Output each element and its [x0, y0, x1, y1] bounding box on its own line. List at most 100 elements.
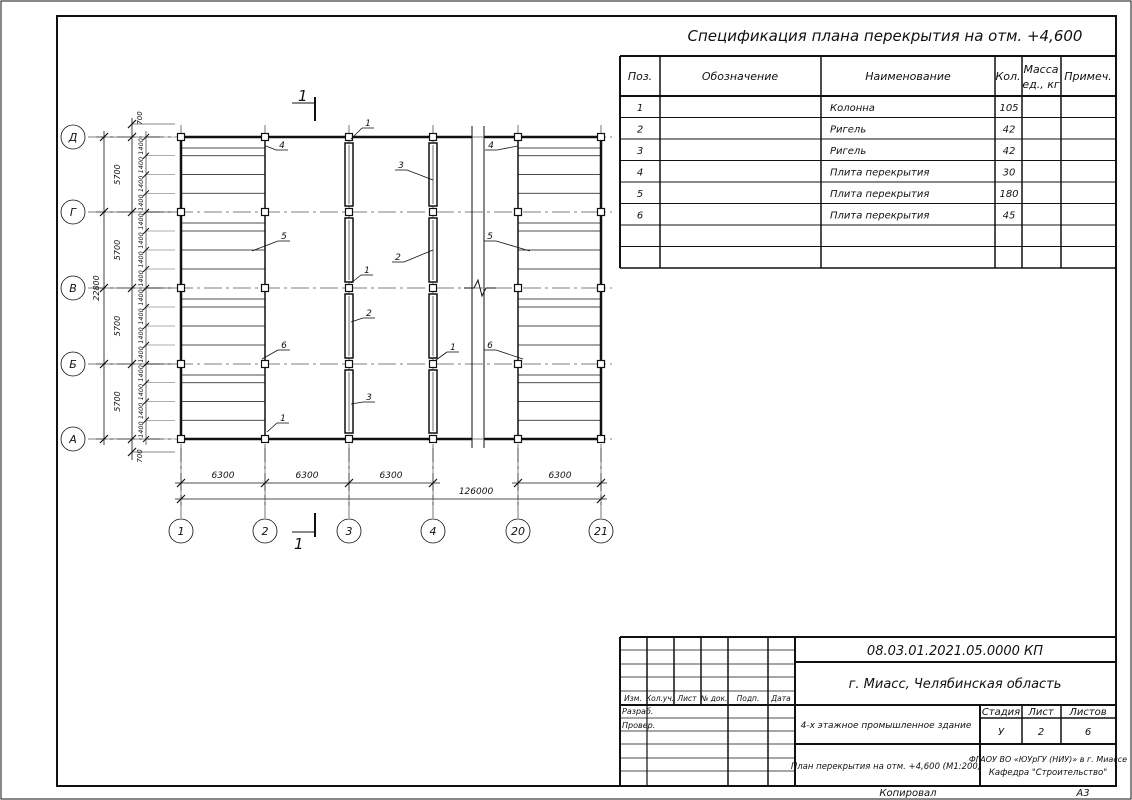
position-callout: 1 [350, 119, 374, 140]
spec-row-qty: 105 [999, 103, 1018, 114]
total-width-dimension: 126000 [459, 487, 494, 497]
svg-text:6: 6 [487, 341, 493, 351]
svg-text:2: 2 [262, 525, 269, 538]
svg-text:2: 2 [395, 253, 401, 263]
spec-header-designation: Обозначение [702, 70, 779, 83]
svg-text:1: 1 [294, 535, 304, 553]
tb-copied: Копировал [879, 788, 937, 799]
tb-column-header: Изм. [624, 694, 642, 703]
row-axis-bubble: В [60, 275, 86, 301]
svg-text:1: 1 [365, 119, 371, 129]
tb-format: А3 [1075, 788, 1089, 799]
total-height-dimension: 22800 [92, 275, 101, 300]
svg-text:1: 1 [364, 266, 370, 276]
svg-text:Д: Д [68, 131, 78, 144]
tb-code: 08.03.01.2021.05.0000 КП [867, 644, 1043, 659]
bay-dimension: 6300 [296, 471, 319, 481]
slab-dimension: 1400 [137, 270, 145, 287]
slab-dimension: 1400 [137, 308, 145, 325]
position-callout: 5 [251, 232, 290, 252]
tb-sheet: 2 [1038, 727, 1044, 738]
row-axis-bubble: Д [60, 124, 86, 150]
slab-dimension: 1400 [137, 213, 145, 230]
spec-row-name: Ригель [830, 125, 866, 136]
svg-text:4: 4 [279, 141, 285, 151]
svg-text:В: В [69, 282, 77, 295]
spec-row-qty: 42 [1003, 146, 1016, 157]
specification-table: Спецификация плана перекрытия на отм. +4… [619, 27, 1116, 269]
tb-sheets: 6 [1085, 727, 1091, 738]
position-callout: 2 [392, 249, 434, 263]
position-callout: 2 [350, 309, 375, 323]
svg-text:1: 1 [298, 87, 308, 105]
tb-sheet-label: Лист [1027, 707, 1055, 718]
tb-checked: Провер. [622, 721, 655, 730]
slab-dimension: 1400 [137, 365, 145, 382]
svg-text:20: 20 [511, 525, 525, 538]
position-callout: 4 [265, 141, 288, 151]
position-callout: 1 [350, 266, 373, 284]
spec-row: 5 Плита перекрытия 180 [637, 189, 1019, 200]
tb-sheets-label: Листов [1068, 707, 1106, 718]
svg-text:4: 4 [488, 141, 494, 151]
spec-row-pos: 2 [637, 125, 643, 136]
spec-header-pos: Поз. [628, 70, 652, 83]
svg-text:21: 21 [594, 525, 608, 538]
position-callout: 3 [395, 161, 434, 181]
svg-text:3: 3 [398, 161, 404, 171]
column-axis-bubble: 1 [168, 518, 194, 544]
bay-dimension: 6300 [380, 471, 403, 481]
bay-dimension: 6300 [212, 471, 235, 481]
tb-column-header: Дата [770, 694, 791, 703]
tb-org-1: ФГАОУ ВО «ЮУрГУ (НИУ)» в г. Миассе [969, 755, 1127, 764]
tb-developed: Разраб. [622, 707, 653, 716]
tb-column-header: Подп. [737, 694, 760, 703]
span-dimension: 5700 [113, 316, 122, 336]
svg-text:3: 3 [346, 525, 353, 538]
position-callout: 1 [266, 414, 289, 433]
section-mark-bottom: 1 [292, 513, 316, 553]
slab-dimension: 1400 [137, 194, 145, 211]
tb-column-header: Кол.уч. [646, 694, 674, 703]
position-callout: 4 [485, 141, 519, 151]
spec-row-name: Плита перекрытия [830, 189, 929, 200]
inner-frame [56, 15, 1117, 787]
svg-text:3: 3 [366, 393, 372, 403]
spec-row-qty: 180 [999, 189, 1018, 200]
svg-text:4: 4 [430, 525, 437, 538]
svg-text:5: 5 [487, 232, 493, 242]
slab-dimension: 1400 [137, 421, 145, 438]
row-axis-bubble: А [60, 426, 86, 452]
spec-row-name: Ригель [830, 146, 866, 157]
spec-row-pos: 5 [637, 189, 643, 200]
slab-dimension: 1400 [137, 232, 145, 249]
spec-row: 2 Ригель 42 [637, 125, 1016, 136]
position-callout: 3 [350, 393, 375, 405]
bay-dimension: 6300 [549, 471, 572, 481]
svg-text:1: 1 [450, 343, 456, 353]
slab-dimension: 1400 [137, 176, 145, 193]
column-axis-bubble: 4 [420, 518, 446, 544]
spec-header-qty: Кол. [995, 70, 1020, 83]
spec-row-qty: 42 [1003, 125, 1016, 136]
svg-text:1: 1 [280, 414, 286, 424]
spec-row-name: Плита перекрытия [830, 211, 929, 222]
column-axis-bubble: 20 [505, 518, 531, 544]
slab-dimension: 1400 [137, 138, 145, 155]
spec-row-name: Плита перекрытия [830, 168, 929, 179]
span-dimension: 5700 [113, 391, 122, 411]
svg-text:5: 5 [281, 232, 287, 242]
spec-header-name: Наименование [865, 70, 951, 83]
tb-city: г. Миасс, Челябинская область [849, 677, 1062, 692]
column-axis-bubble: 21 [588, 518, 614, 544]
spec-title: Спецификация плана перекрытия на отм. +4… [688, 27, 1083, 45]
tb-drawing: План перекрытия на отм. +4,600 (М1:200) [791, 762, 981, 772]
column-axis-bubble: 3 [336, 518, 362, 544]
svg-text:2: 2 [366, 309, 372, 319]
svg-text:1: 1 [178, 525, 185, 538]
title-block: 08.03.01.2021.05.0000 КП г. Миасс, Челяб… [619, 636, 1127, 799]
column-axis-bubble: 2 [252, 518, 278, 544]
